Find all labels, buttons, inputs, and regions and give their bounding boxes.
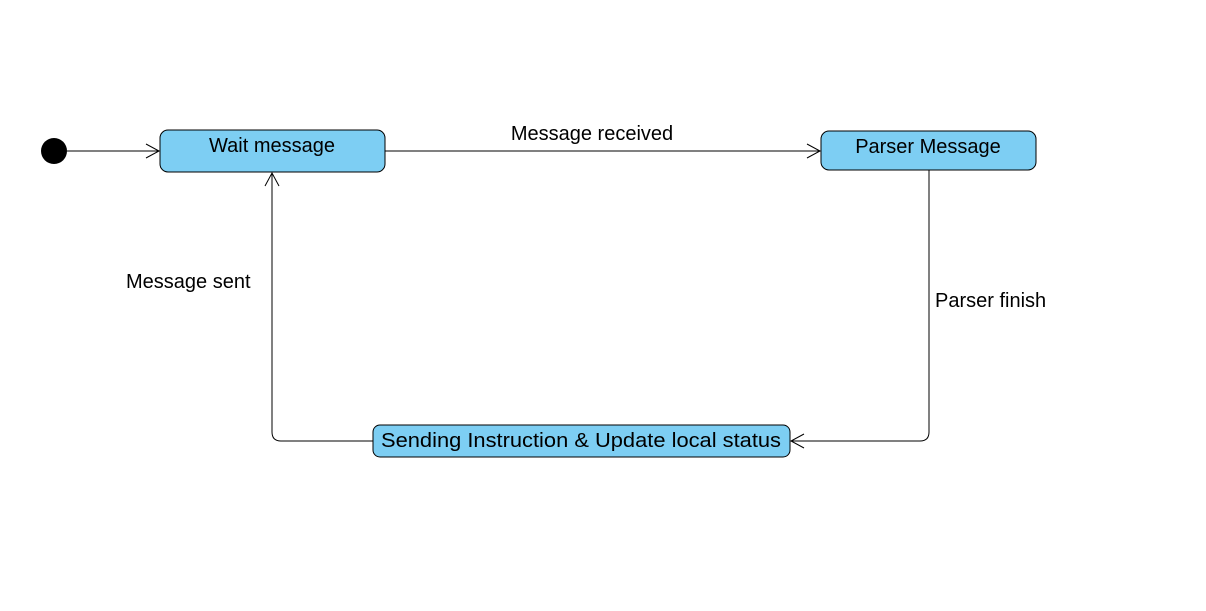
transition-message-received <box>385 143 822 159</box>
label-message-sent: Message sent <box>126 271 251 293</box>
transition-initial <box>67 143 161 159</box>
state-parser-message[interactable]: Parser Message <box>820 130 1037 171</box>
state-wait-message-label: Wait message <box>209 135 335 157</box>
transition-message-sent <box>264 171 373 442</box>
state-parser-message-label: Parser Message <box>855 136 1001 158</box>
initial-state-node <box>41 138 67 164</box>
state-sending-instruction[interactable]: Sending Instruction & Update local statu… <box>372 424 791 458</box>
state-wait-message[interactable]: Wait message <box>159 129 386 173</box>
transition-parser-finish <box>789 170 930 449</box>
label-parser-finish: Parser finish <box>935 290 1046 312</box>
label-message-received: Message received <box>511 123 673 145</box>
state-sending-instruction-label: Sending Instruction & Update local statu… <box>381 430 781 452</box>
